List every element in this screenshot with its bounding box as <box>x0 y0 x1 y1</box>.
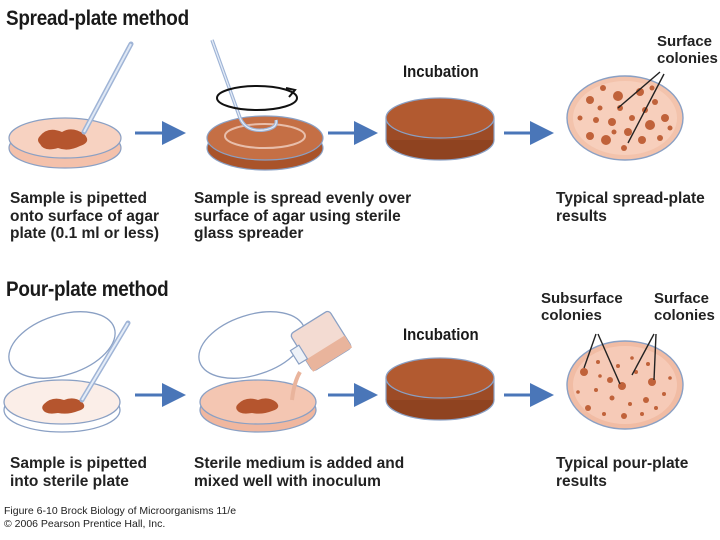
colony-dot <box>638 136 646 144</box>
colony-dot <box>645 120 655 130</box>
spread-plate-title: Spread-plate method <box>6 7 189 30</box>
colony-dot <box>648 378 656 386</box>
colony-dot <box>611 129 617 135</box>
spread-step2-caption: Sample is spread evenly over surface of … <box>194 190 412 242</box>
pour-step2-caption: Sterile medium is added and mixed well w… <box>194 455 405 490</box>
colony-dot <box>643 397 649 403</box>
figure-credit: Figure 6-10 Brock Biology of Microorgani… <box>4 505 236 531</box>
colony-dot <box>657 135 663 141</box>
pour-subsurface-colonies-label: Subsurface colonies <box>541 290 623 324</box>
spread-surface-colonies-label: Surface colonies <box>657 33 718 67</box>
colony-dot <box>667 125 673 131</box>
colony-dot <box>617 105 623 111</box>
colony-dot <box>668 376 672 380</box>
colony-dot <box>598 374 602 378</box>
pour-incubation-label: Incubation <box>403 325 479 344</box>
colony-dot <box>585 405 591 411</box>
pour-step1-caption: Sample is pipetted into sterile plate <box>10 455 147 490</box>
colony-dot <box>596 360 600 364</box>
colony-dot <box>594 388 598 392</box>
spread-dish-1 <box>8 41 134 169</box>
colony-dot <box>601 135 611 145</box>
colony-dot <box>634 370 638 374</box>
colony-dot <box>608 118 616 126</box>
credit-line-2: © 2006 Pearson Prentice Hall, Inc. <box>4 518 166 530</box>
pour-result-caption: Typical pour-plate results <box>556 455 689 490</box>
colony-dot <box>607 377 613 383</box>
colony-dot <box>652 99 658 105</box>
colony-dot <box>600 85 606 91</box>
colony-dot <box>628 402 632 406</box>
colony-dot <box>662 392 666 396</box>
pour-surface-colonies-label: Surface colonies <box>654 290 715 324</box>
colony-dot <box>576 390 580 394</box>
colony-dot <box>621 145 627 151</box>
sample-blob <box>38 129 88 150</box>
colony-dot <box>661 114 669 122</box>
colony-dot <box>586 132 594 140</box>
colony-dot <box>654 406 658 410</box>
colony-dot <box>649 85 655 91</box>
colony-dot <box>630 356 634 360</box>
pour-plate-title: Pour-plate method <box>6 278 169 301</box>
spread-dish-3 <box>385 97 495 161</box>
spread-result-caption: Typical spread-plate results <box>556 190 705 225</box>
colony-dot <box>602 412 606 416</box>
colony-dot <box>597 105 603 111</box>
colony-dot <box>640 412 644 416</box>
pour-dish-3 <box>385 357 495 421</box>
colony-dot <box>613 91 623 101</box>
colony-dot <box>609 395 615 401</box>
colony-dot <box>580 368 588 376</box>
colony-dot <box>586 96 594 104</box>
colony-dot <box>616 364 620 368</box>
spread-colonies <box>577 85 673 151</box>
colony-dot <box>629 115 635 121</box>
spread-incubation-label: Incubation <box>403 62 479 81</box>
colony-dot <box>646 362 650 366</box>
spread-dish-4 <box>566 71 684 161</box>
pour-dish-2 <box>198 310 353 433</box>
spread-dish-2 <box>206 39 324 171</box>
pour-dish-4 <box>566 333 684 430</box>
pour-dish-1 <box>3 311 131 433</box>
credit-line-1: Figure 6-10 Brock Biology of Microorgani… <box>4 505 237 517</box>
spread-step1-caption: Sample is pipetted onto surface of agar … <box>10 190 160 242</box>
colony-dot <box>624 128 632 136</box>
colony-dot <box>577 115 583 121</box>
colony-dot <box>621 413 627 419</box>
colony-dot <box>593 117 599 123</box>
